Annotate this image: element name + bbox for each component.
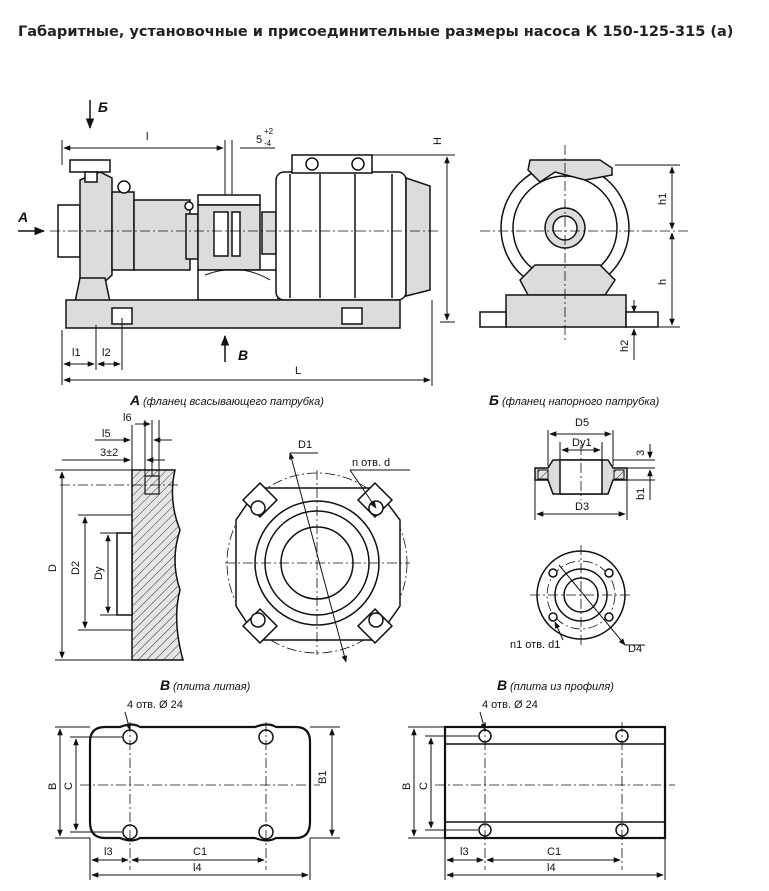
label-arrow-b: Б xyxy=(98,99,108,115)
end-view: h1 h h2 xyxy=(479,145,690,360)
dim-3-b: 3 xyxy=(635,450,647,456)
dim-gap: 5 xyxy=(256,134,262,146)
view-arrow-b: Б xyxy=(85,99,108,130)
dim-holes-n-d: n отв. d xyxy=(352,457,390,469)
base-cast-view: В (плита литая) B C B1 l3 C1 l4 4 отв. Ø… xyxy=(47,677,340,880)
dim-b1: b1 xyxy=(635,488,647,500)
view-arrow-v: В xyxy=(220,334,248,363)
dim-B-cast: B xyxy=(47,783,59,790)
holes-profile: 4 отв. Ø 24 xyxy=(482,699,538,711)
base-cast-caption: (плита литая) xyxy=(173,681,251,693)
dim-3pm2: 3±2 xyxy=(100,447,118,459)
section-a-caption: (фланец всасывающего патрубка) xyxy=(143,396,324,408)
dim-B1-cast: B1 xyxy=(317,771,329,784)
section-b-outlet-flange: Б (фланец напорного патрубка) D5 Dy1 3 b… xyxy=(489,392,660,655)
label-arrow-v: В xyxy=(238,347,248,363)
main-view: Б А В l 5 +2 -4 H xyxy=(17,99,455,386)
dim-l: l xyxy=(146,131,148,143)
holes-cast: 4 отв. Ø 24 xyxy=(127,699,183,711)
dim-l3-profile: l3 xyxy=(460,846,469,858)
base-plate xyxy=(65,299,401,329)
dim-l4-cast: l4 xyxy=(193,862,202,874)
inlet-flange-front: D1 n отв. d xyxy=(225,439,410,663)
dim-B-profile: B xyxy=(401,783,413,790)
view-arrow-a: А xyxy=(17,209,46,236)
dim-C1-profile: C1 xyxy=(547,846,561,858)
dim-h: h xyxy=(657,279,669,285)
dim-Dy: Dy xyxy=(93,566,105,580)
dim-l2: l2 xyxy=(102,347,111,359)
dim-l4-profile: l4 xyxy=(547,862,556,874)
dim-D2: D2 xyxy=(70,561,82,575)
dim-gap-tol-upper: +2 xyxy=(264,127,274,136)
dim-gap-tol-lower: -4 xyxy=(264,139,272,148)
base-cast-letter: В xyxy=(160,677,170,693)
base-profile-letter: В xyxy=(497,677,507,693)
dim-l3-cast: l3 xyxy=(104,846,113,858)
section-a-inlet-flange: А (фланец всасывающего патрубка) D D2 Dy… xyxy=(47,392,410,663)
dim-h2: h2 xyxy=(619,340,631,352)
coupling-guard xyxy=(197,194,279,301)
dim-D4: D4 xyxy=(628,643,642,655)
dim-l1: l1 xyxy=(72,347,81,359)
page-title: Габаритные, установочные и присоединител… xyxy=(18,24,734,40)
section-b-letter: Б xyxy=(489,392,499,408)
base-profile-view: В (плита из профиля) B C l3 C1 l4 4 отв.… xyxy=(401,677,675,880)
dim-h1: h1 xyxy=(657,193,669,205)
dim-holes-n1-d1: n1 отв. d1 xyxy=(510,639,560,651)
dim-D1: D1 xyxy=(298,439,312,451)
dim-l5: l5 xyxy=(102,428,111,440)
dim-L: L xyxy=(295,365,301,377)
dim-D3: D3 xyxy=(575,501,589,513)
base-profile-caption: (плита из профиля) xyxy=(510,681,614,693)
dim-C-profile: C xyxy=(418,782,430,790)
electric-motor xyxy=(261,154,431,301)
section-b-caption: (фланец напорного патрубка) xyxy=(502,396,660,408)
dim-l6: l6 xyxy=(123,412,132,424)
section-a-letter: А xyxy=(129,392,140,408)
dim-Dy1: Dy1 xyxy=(572,437,592,449)
label-arrow-a: А xyxy=(17,209,28,225)
dim-D: D xyxy=(47,564,59,572)
dim-C1-cast: C1 xyxy=(193,846,207,858)
dim-H: H xyxy=(432,137,444,145)
dim-D5: D5 xyxy=(575,417,589,429)
dim-C-cast: C xyxy=(63,782,75,790)
